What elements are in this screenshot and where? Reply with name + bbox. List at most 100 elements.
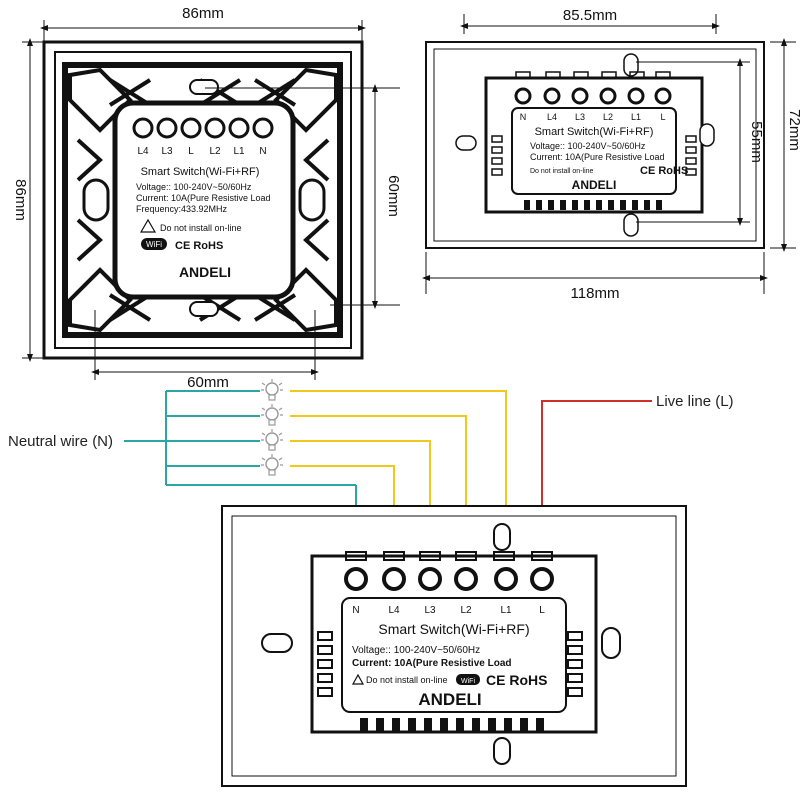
terminal-screw [204, 117, 226, 139]
bulb-icon [261, 379, 283, 401]
device-warning-small: Do not install on-line [530, 168, 594, 175]
dim-front-width: 86mm [182, 5, 224, 22]
terminal-label: L2 [603, 112, 613, 122]
large-mount-hole-left [261, 633, 293, 653]
terminal-label: N [259, 146, 266, 157]
terminal-screw [228, 117, 250, 139]
screw-hole-top [189, 79, 219, 95]
brand-logo: ANDELI [179, 264, 231, 280]
terminal-label: L [539, 605, 545, 616]
wifi-badge [456, 674, 480, 685]
device-title: Smart Switch(Wi-Fi+RF) [141, 166, 260, 178]
dim-side-width: 85.5mm [563, 7, 617, 24]
frame-ribs-x [108, 78, 297, 322]
large-mount-hole-bottom [493, 737, 511, 765]
warning-icon [351, 673, 365, 685]
terminal-row-rect-small: N L4 L3 L2 L1 L [514, 87, 672, 122]
large-device-warning: Do not install on-line [366, 675, 448, 685]
warning-icon [139, 218, 157, 233]
device-warning: Do not install on-line [160, 223, 242, 233]
frame-thick-border [62, 62, 343, 338]
rect-back-view: 85.5mm N L4 L3 L2 [422, 7, 800, 302]
terminal-label: L4 [547, 112, 557, 122]
terminal-screw [571, 87, 589, 105]
terminal-label: L [188, 146, 194, 157]
terminal-label: L1 [500, 605, 512, 616]
terminal-screw [599, 87, 617, 105]
screw-hole-bottom [189, 301, 219, 317]
terminal-label: N [520, 112, 527, 122]
side-vents [491, 135, 697, 176]
large-plate-inner [231, 515, 677, 777]
terminal-label: L3 [161, 146, 173, 157]
large-device-current: Current: 10A(Pure Resistive Load [352, 658, 512, 669]
mount-hole-right [699, 123, 715, 147]
device-frequency: Frequency:433.92MHz [136, 204, 228, 214]
terminal-label: L1 [631, 112, 641, 122]
terminal-screw [180, 117, 202, 139]
large-device-title: Smart Switch(Wi-Fi+RF) [378, 621, 529, 637]
device-voltage-small: Voltage:: 100-240V~50/60Hz [530, 141, 646, 151]
device-title-small: Smart Switch(Wi-Fi+RF) [535, 126, 654, 138]
terminal-row-square: L4 L3 L L2 L1 N [132, 117, 274, 157]
large-label-panel [341, 597, 567, 713]
terminal-label: L [660, 112, 665, 122]
dim-inner-width: 60mm [187, 374, 229, 391]
screw-hole-left [82, 178, 110, 222]
bulb-icons [261, 379, 283, 476]
bulb-icon [261, 404, 283, 426]
terminal-label: L4 [388, 605, 400, 616]
large-device-certs: CE RoHS [486, 672, 547, 688]
rect-label-panel [511, 107, 677, 195]
terminal-label: L4 [137, 146, 149, 157]
terminal-screw [132, 117, 154, 139]
large-brand-logo: ANDELI [418, 690, 481, 709]
top-tabs [515, 71, 671, 79]
terminal-label: L1 [233, 146, 245, 157]
large-bottom-vents [360, 718, 544, 732]
terminal-row-large: N L4 L3 L2 L1 L [344, 567, 554, 616]
wifi-badge-text: WiFi [146, 240, 162, 249]
mount-hole-bottom [623, 213, 639, 237]
neutral-wire-label: Neutral wire (N) [8, 433, 113, 450]
terminal-screw [627, 87, 645, 105]
large-mount-hole-right [601, 627, 621, 659]
dim-side-total-width: 118mm [571, 285, 620, 302]
terminal-label: L3 [575, 112, 585, 122]
wifi-badge-text: WiFi [461, 678, 475, 685]
large-top-tabs [345, 551, 553, 561]
rect-plate-inner [433, 48, 757, 242]
terminal-screw [156, 117, 178, 139]
device-certs-small: CE RoHS [640, 165, 688, 177]
terminal-screw [344, 567, 368, 591]
terminal-label: N [352, 605, 359, 616]
terminal-screw [514, 87, 532, 105]
dim-side-inner-height: 55mm [748, 121, 765, 163]
square-back-view: 86mm 86mm L4 L3 L L2 [12, 5, 402, 391]
screw-hole-right [298, 178, 326, 222]
live-line-label: Live line (L) [656, 393, 734, 410]
brand-logo-small: ANDELI [572, 178, 617, 192]
terminal-screw [382, 567, 406, 591]
terminal-screw [418, 567, 442, 591]
dim-front-height: 86mm [12, 179, 29, 221]
bulb-icon [261, 429, 283, 451]
device-voltage: Voltage:: 100-240V~50/60Hz [136, 182, 252, 192]
mount-hole-top [623, 53, 639, 77]
terminal-label: L2 [460, 605, 472, 616]
terminal-screw [543, 87, 561, 105]
device-current-small: Current: 10A(Pure Resistive Load [530, 152, 665, 162]
frame-ribs-side [76, 138, 330, 262]
device-current: Current: 10A(Pure Resistive Load [136, 193, 271, 203]
large-mount-hole-top [493, 523, 511, 551]
bulb-icon [261, 454, 283, 476]
dim-side-height: 72mm [786, 109, 800, 151]
dim-inner-height: 60mm [385, 175, 402, 217]
bottom-vents [524, 200, 662, 210]
device-certs: CE RoHS [175, 240, 223, 252]
mount-hole-left [455, 135, 477, 151]
wiring-section: Neutral wire (N) Live line (L) [8, 379, 734, 787]
wifi-badge [141, 238, 167, 250]
